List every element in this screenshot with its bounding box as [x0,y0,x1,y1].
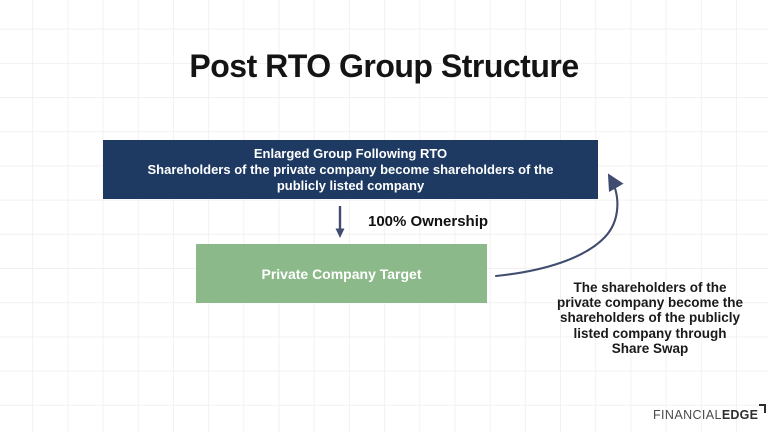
private-company-label: Private Company Target [261,265,422,282]
enlarged-group-box: Enlarged Group Following RTO Shareholder… [103,140,598,199]
enlarged-group-body: Shareholders of the private company beco… [147,161,554,193]
financial-edge-logo: FINANCIALEDGE [653,404,767,422]
logo-text-financial: FINANCIAL [653,408,722,422]
private-company-box: Private Company Target [196,244,487,303]
ownership-down-arrow-icon [335,206,345,238]
logo-corner-icon [759,404,767,413]
page-title: Post RTO Group Structure [189,48,579,85]
logo-text-edge: EDGE [721,408,759,422]
share-swap-note: The shareholders of the private company … [556,280,744,356]
ownership-label: 100% Ownership [368,213,489,230]
enlarged-group-heading: Enlarged Group Following RTO [253,145,448,161]
share-swap-curved-arrow-icon [494,173,624,278]
